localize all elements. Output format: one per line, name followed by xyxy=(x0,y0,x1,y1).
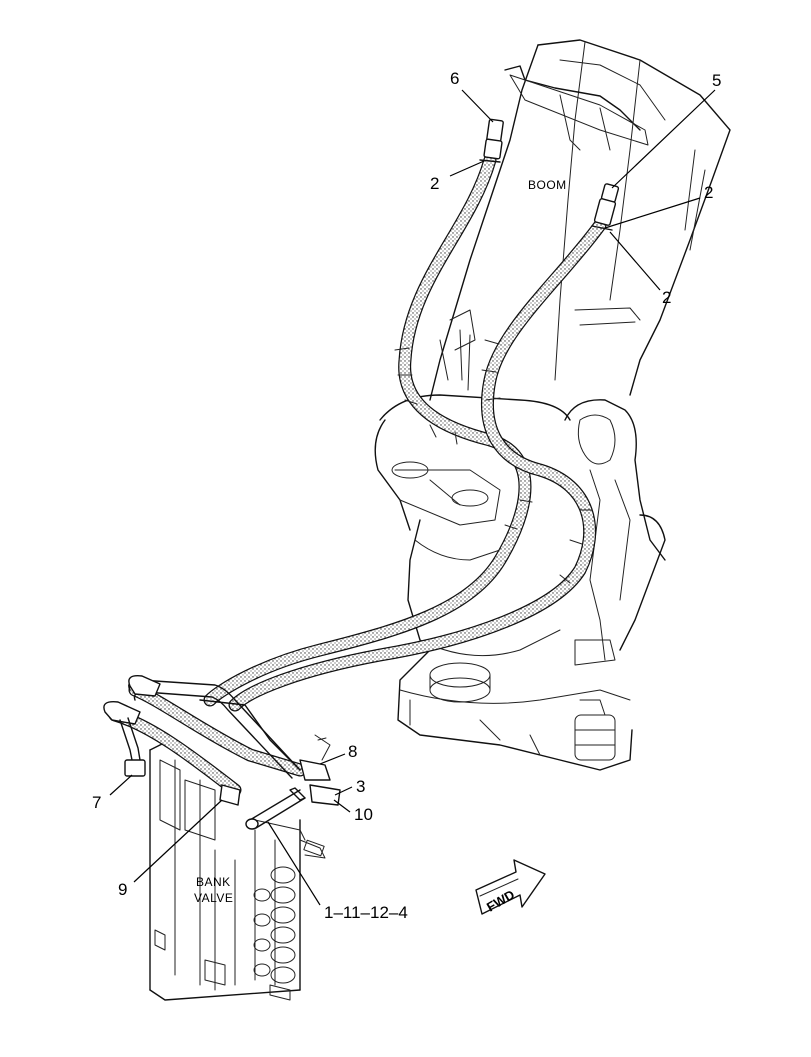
hose-left xyxy=(203,153,532,707)
valve-spool-ends xyxy=(253,866,296,984)
callout-2-right-upper: 2 xyxy=(704,183,713,202)
callout-6: 6 xyxy=(450,69,459,88)
callout-2-top-left: 2 xyxy=(430,174,439,193)
fwd-arrow: FWD xyxy=(475,859,546,915)
leader-lines xyxy=(109,89,716,906)
callout-10: 10 xyxy=(354,805,373,824)
callout-2-right-lower: 2 xyxy=(662,288,671,307)
callout-1-11-12-4: 1–11–12–4 xyxy=(324,903,408,922)
callout-5: 5 xyxy=(712,71,721,90)
callout-9: 9 xyxy=(118,880,127,899)
callouts: 6 5 2 2 2 8 3 10 7 9 1–11–12–4 xyxy=(92,69,721,922)
boom-fittings xyxy=(479,118,620,231)
tubes-and-fittings xyxy=(103,675,341,830)
fitting-6 xyxy=(479,118,504,163)
callout-8: 8 xyxy=(348,742,357,761)
bank-valve xyxy=(149,739,326,1001)
callout-3: 3 xyxy=(356,777,365,796)
bank-valve-label-line1: BANK xyxy=(196,875,231,889)
boom-label: BOOM xyxy=(528,178,567,192)
bank-valve-label-line2: VALVE xyxy=(194,891,233,905)
callout-7: 7 xyxy=(92,793,101,812)
fitting-5 xyxy=(591,183,620,231)
